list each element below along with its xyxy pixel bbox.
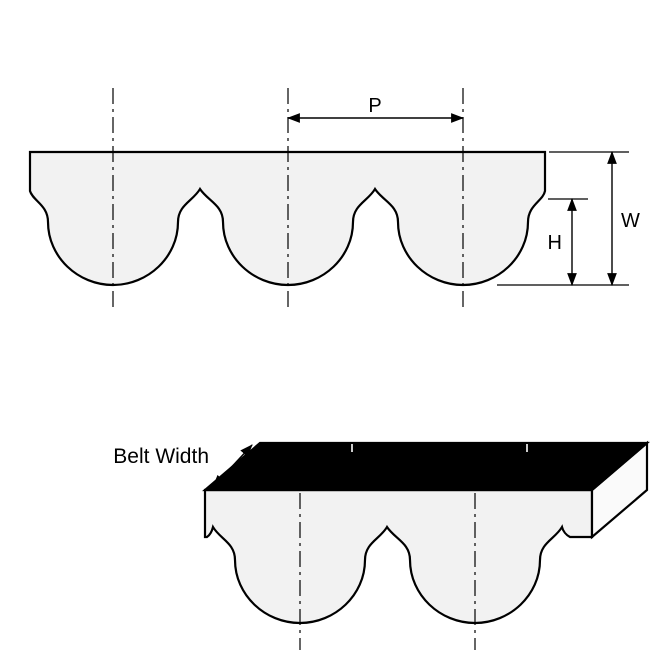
pitch-label: P bbox=[368, 95, 381, 117]
belt-top-face bbox=[202, 441, 650, 492]
belt-cross-section-view: P W H bbox=[28, 88, 640, 312]
height-label: H bbox=[548, 232, 562, 254]
width-label: W bbox=[621, 210, 640, 232]
belt-3d-view: Belt Width bbox=[113, 440, 650, 650]
belt-width-arrow bbox=[212, 444, 253, 488]
belt-front-face bbox=[203, 488, 594, 625]
belt-width-label: Belt Width bbox=[113, 445, 209, 468]
